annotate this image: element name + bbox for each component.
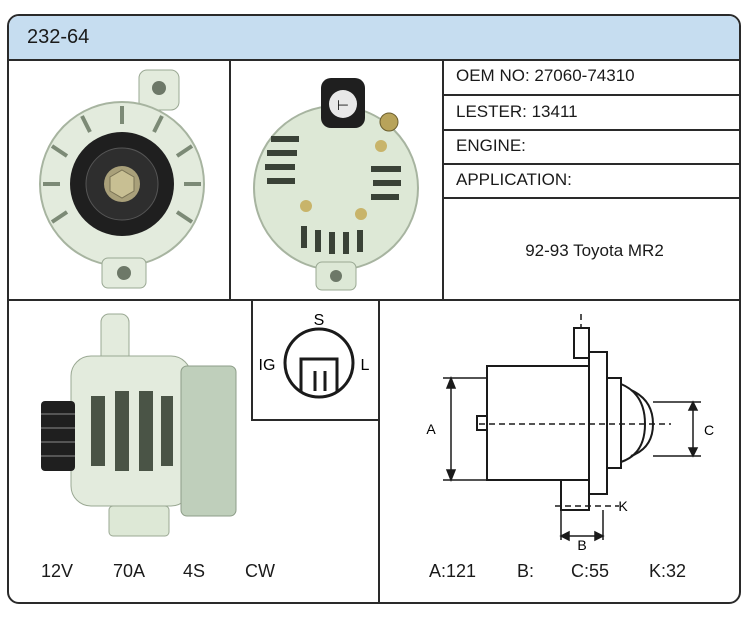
dim-k-value: K:32 <box>649 561 687 581</box>
alternator-side-image <box>41 313 237 537</box>
spec-grooves: 4S <box>183 561 206 581</box>
product-card: 232-64 OEM NO: 27060-74310 LESTER: 13411… <box>7 14 741 604</box>
dim-a-label: A <box>426 421 436 437</box>
divider <box>442 197 739 199</box>
terminal-s-label: S <box>314 312 325 329</box>
dim-k-label: K <box>618 498 628 514</box>
alternator-front-image <box>39 69 205 289</box>
alternator-rear-image: ⊢ <box>253 78 419 291</box>
dim-c-label: C <box>704 422 714 438</box>
terminal-ig-label: IG <box>259 357 276 374</box>
part-number: 232-64 <box>27 26 90 48</box>
spec-voltage: 12V <box>41 561 74 581</box>
dim-b-value: B: <box>517 561 535 581</box>
oem-number: OEM NO: 27060-74310 <box>456 66 635 85</box>
engine-label: ENGINE: <box>456 136 526 155</box>
dim-c-value: C:55 <box>571 561 610 581</box>
connector-glyph: ⊢ <box>337 97 349 113</box>
dim-a-value: A:121 <box>429 561 477 581</box>
dimension-diagram: A C K B <box>426 314 714 553</box>
divider <box>442 129 739 131</box>
divider <box>229 61 231 301</box>
spec-amperage: 70A <box>113 561 146 581</box>
divider <box>442 61 444 301</box>
terminal-l-label: L <box>361 357 370 374</box>
divider <box>251 299 253 421</box>
divider <box>378 299 380 602</box>
dim-b-label: B <box>577 537 586 553</box>
lester-number: LESTER: 13411 <box>456 102 578 121</box>
connector-diagram: S IG L <box>259 312 370 399</box>
spec-rotation: CW <box>245 561 275 581</box>
divider <box>442 163 739 165</box>
divider <box>9 299 739 301</box>
divider <box>442 94 739 96</box>
divider <box>251 419 378 421</box>
header-bar: 232-64 <box>9 16 739 61</box>
application-value: 92-93 Toyota MR2 <box>525 241 664 260</box>
application-label: APPLICATION: <box>456 170 572 189</box>
